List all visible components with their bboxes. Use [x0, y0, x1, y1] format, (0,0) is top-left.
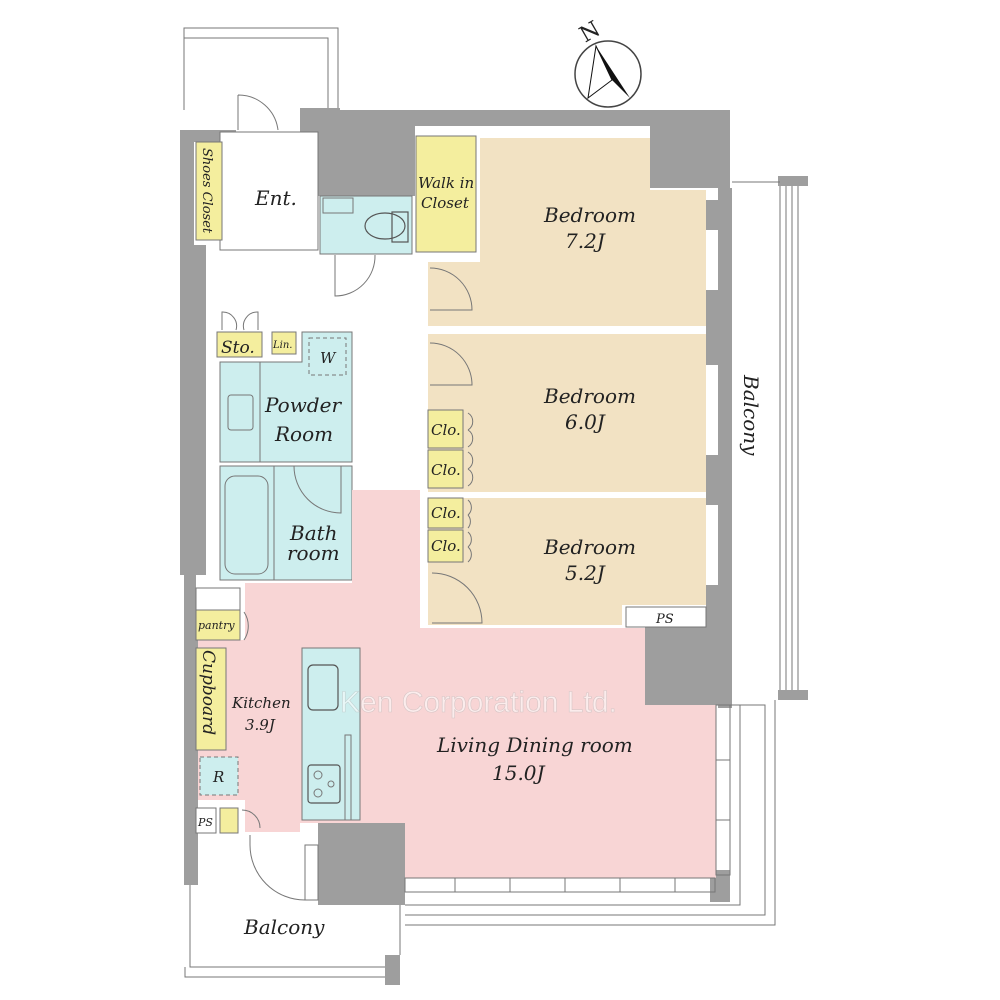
linen-label: Lin. [272, 340, 292, 351]
refrigerator-label: R [212, 768, 224, 786]
watermark: Ken Corporation Ltd. [340, 686, 617, 719]
bedroom-2-size: 6.0J [565, 410, 606, 434]
pantry-label: pantry [198, 619, 235, 632]
pipe-space-kitchen-label: PS [197, 816, 213, 829]
closet-label: Clo. [431, 461, 461, 479]
powder-room [219, 331, 353, 463]
bath-room-label-1: Bath [289, 521, 338, 545]
linen [271, 331, 297, 355]
closet-label: Clo. [431, 421, 461, 439]
shoes-closet-label: Shoes Closet [199, 148, 214, 234]
bedroom-1-name: Bedroom [543, 203, 636, 227]
pantry [195, 609, 241, 641]
balcony-south-label: Balcony [243, 915, 325, 939]
bedroom-3-size: 5.2J [565, 561, 606, 585]
closets [427, 409, 474, 563]
living-name: Living Dining room [436, 733, 633, 757]
stove-icon [307, 764, 341, 804]
windows [404, 704, 731, 893]
refrigerator-space [199, 756, 239, 796]
bath-room [219, 465, 353, 581]
pipe-space-label: PS [655, 612, 674, 627]
sink-icon [307, 664, 339, 711]
entry-porch [183, 27, 339, 110]
toilet-room [319, 195, 413, 255]
balcony-south [184, 835, 401, 978]
storage-label: Sto. [221, 338, 255, 358]
bedroom-1-size: 7.2J [565, 229, 606, 253]
balcony-east [405, 181, 799, 926]
balcony-east-label: Balcony [739, 374, 763, 456]
powder-room-label-2: Room [274, 422, 333, 446]
cupboard-label: Cupboard [198, 650, 218, 735]
storage [216, 331, 263, 358]
closet-label: Clo. [431, 537, 461, 555]
bedroom-2 [428, 334, 706, 492]
walk-in-closet-label-1: Walk in [418, 174, 474, 192]
walk-in-closet [415, 135, 477, 253]
kitchen-size: 3.9J [245, 716, 276, 734]
entrance-label: Ent. [254, 186, 297, 210]
living-size: 15.0J [492, 761, 546, 785]
walk-in-closet-label-2: Closet [421, 194, 470, 212]
kitchen-counter [301, 647, 361, 821]
closet-label: Clo. [431, 504, 461, 522]
bedroom-1 [428, 138, 706, 326]
kitchen-name: Kitchen [231, 694, 291, 712]
powder-room-label-1: Powder [264, 393, 342, 417]
north-arrow-icon: N [574, 17, 642, 108]
bathtub-icon [224, 475, 269, 575]
bedroom-3 [428, 498, 706, 625]
pipe-space-bedroom [625, 606, 707, 628]
bedroom-2-name: Bedroom [543, 384, 636, 408]
bedroom-3-name: Bedroom [543, 535, 636, 559]
walls [180, 108, 808, 985]
shoes-closet [195, 141, 223, 241]
toilet-icon [364, 212, 406, 240]
washer-space [308, 337, 347, 376]
cupboard [195, 647, 227, 751]
bath-room-label-2: room [287, 541, 340, 565]
washer-label: W [320, 349, 337, 367]
